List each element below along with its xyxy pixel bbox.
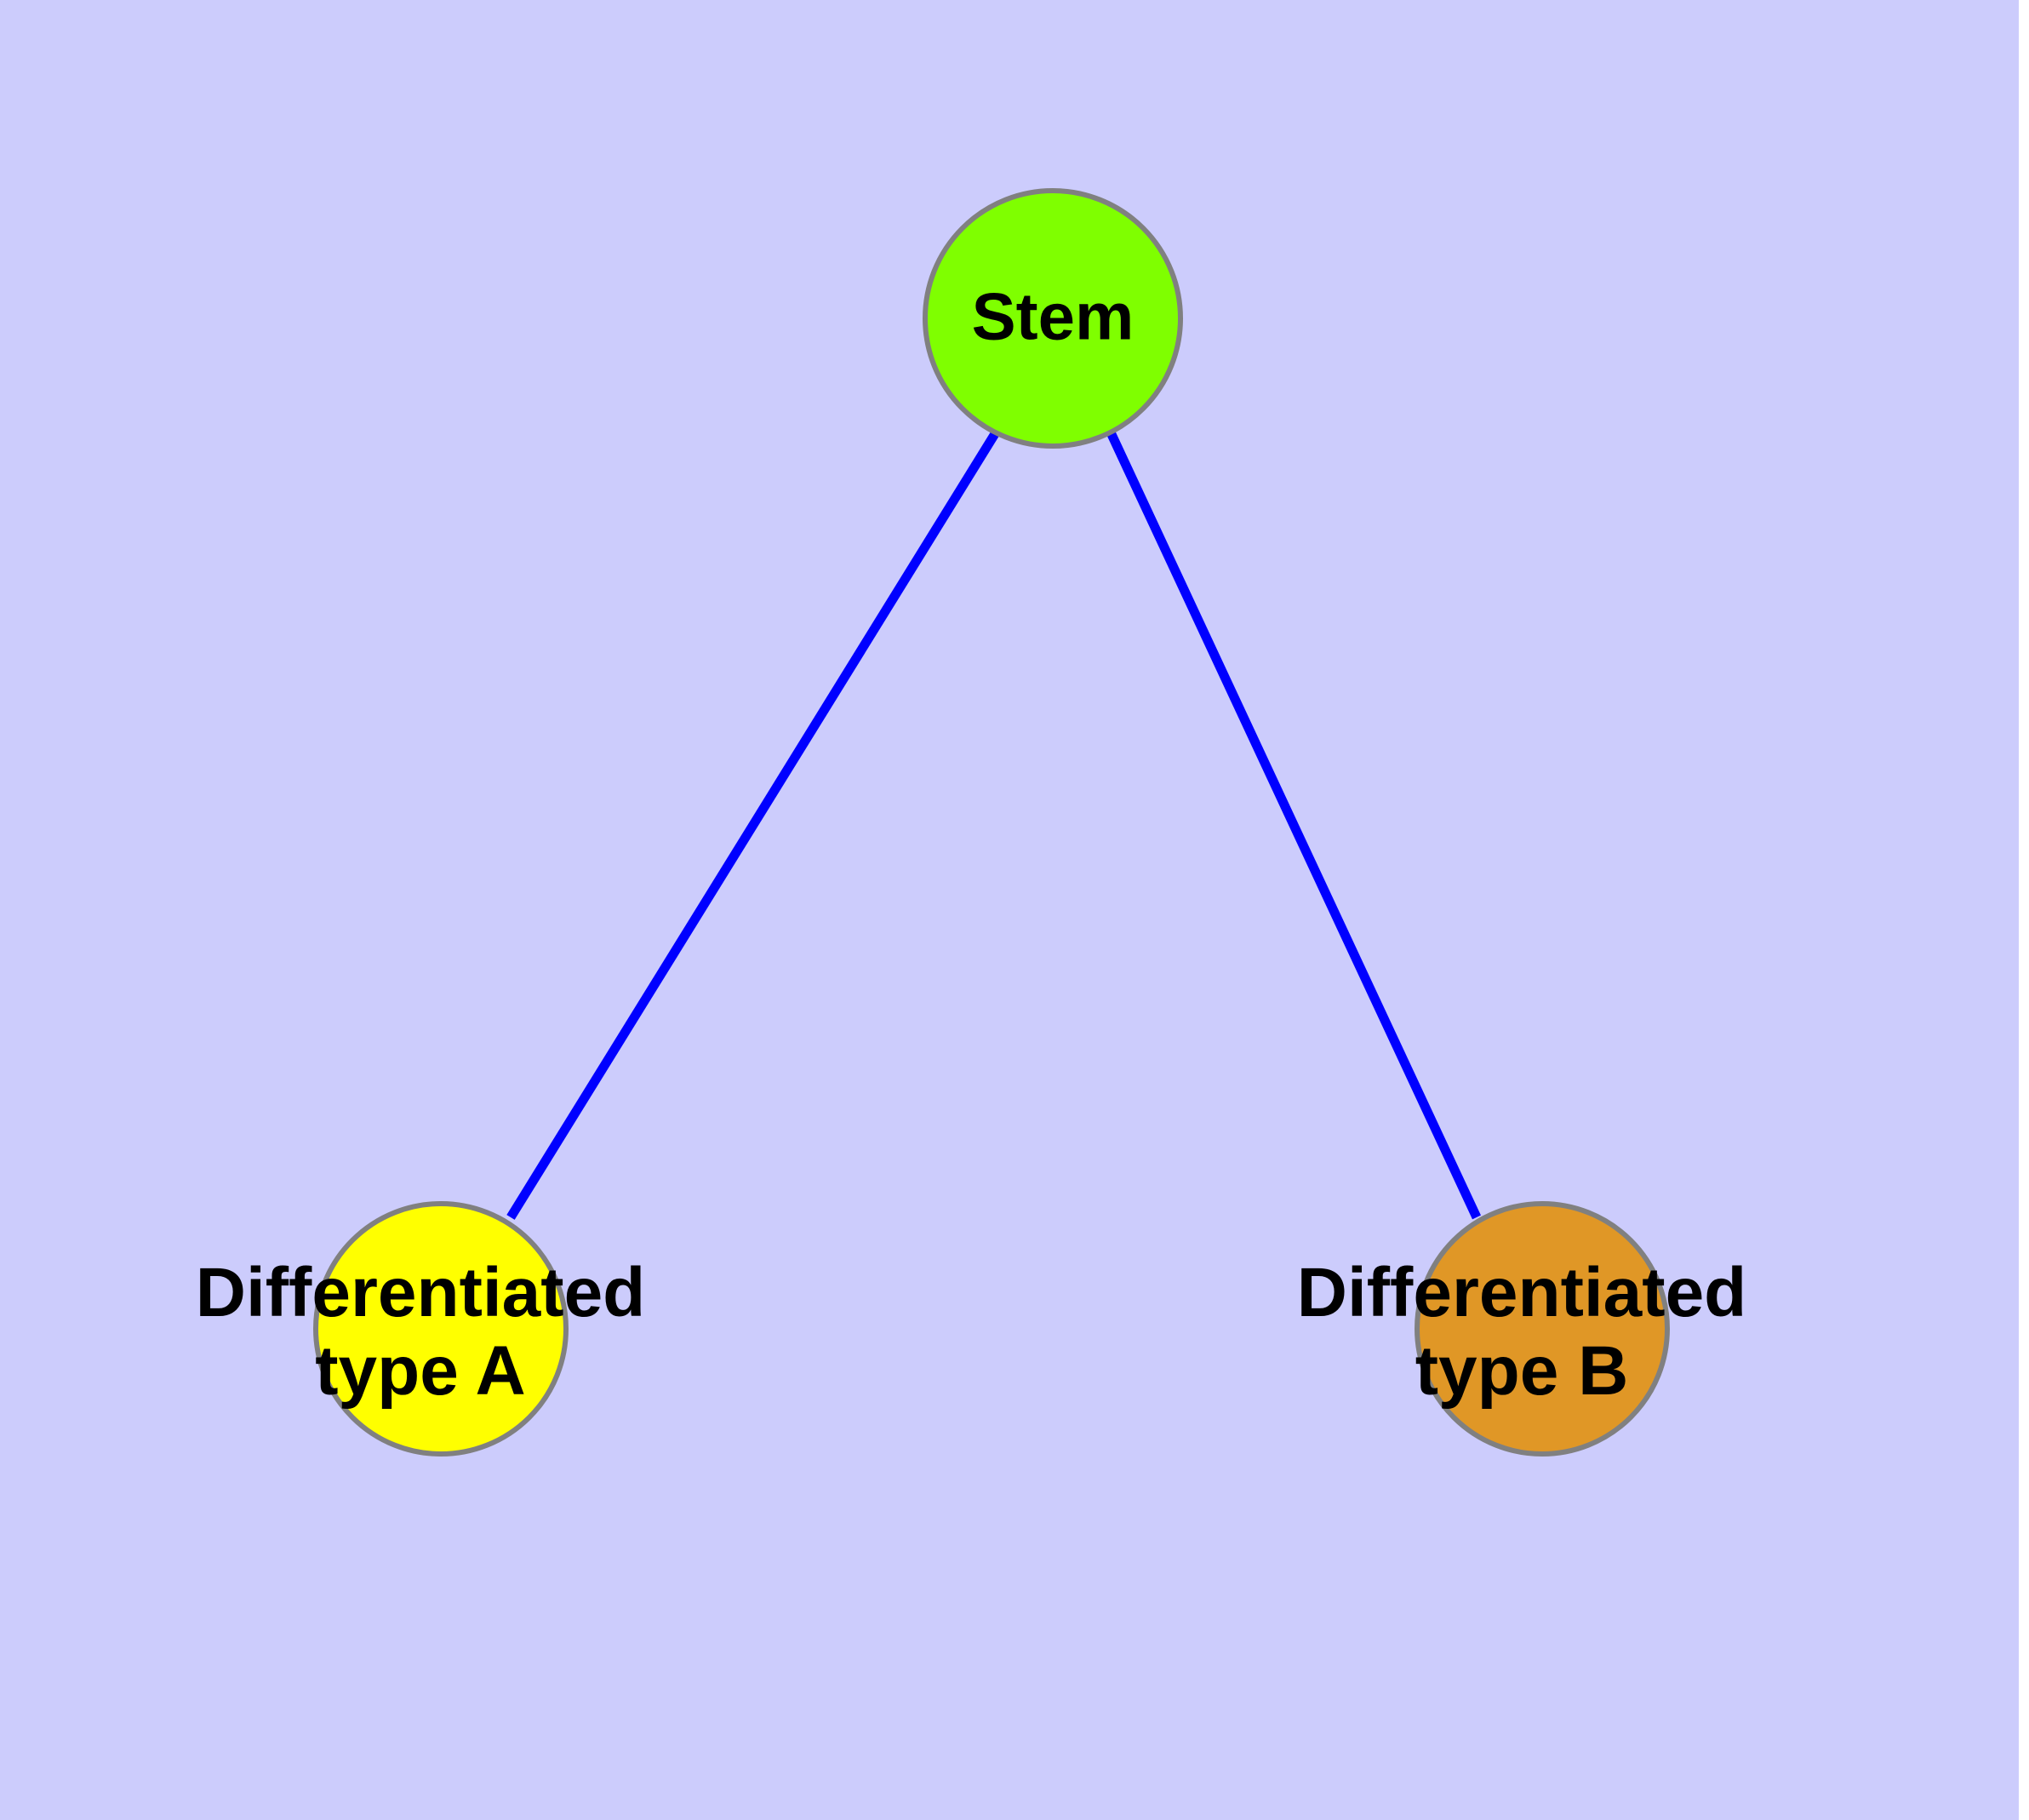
graph-node-stem[interactable] [923,188,1183,449]
graph-edge[interactable] [1106,430,1481,1220]
graph-node-diff-b[interactable] [1415,1201,1670,1457]
edge-layer [506,430,1481,1220]
node-layer [313,188,1670,1457]
graph-node-diff-a[interactable] [313,1201,569,1457]
graph-edge[interactable] [506,430,1000,1220]
